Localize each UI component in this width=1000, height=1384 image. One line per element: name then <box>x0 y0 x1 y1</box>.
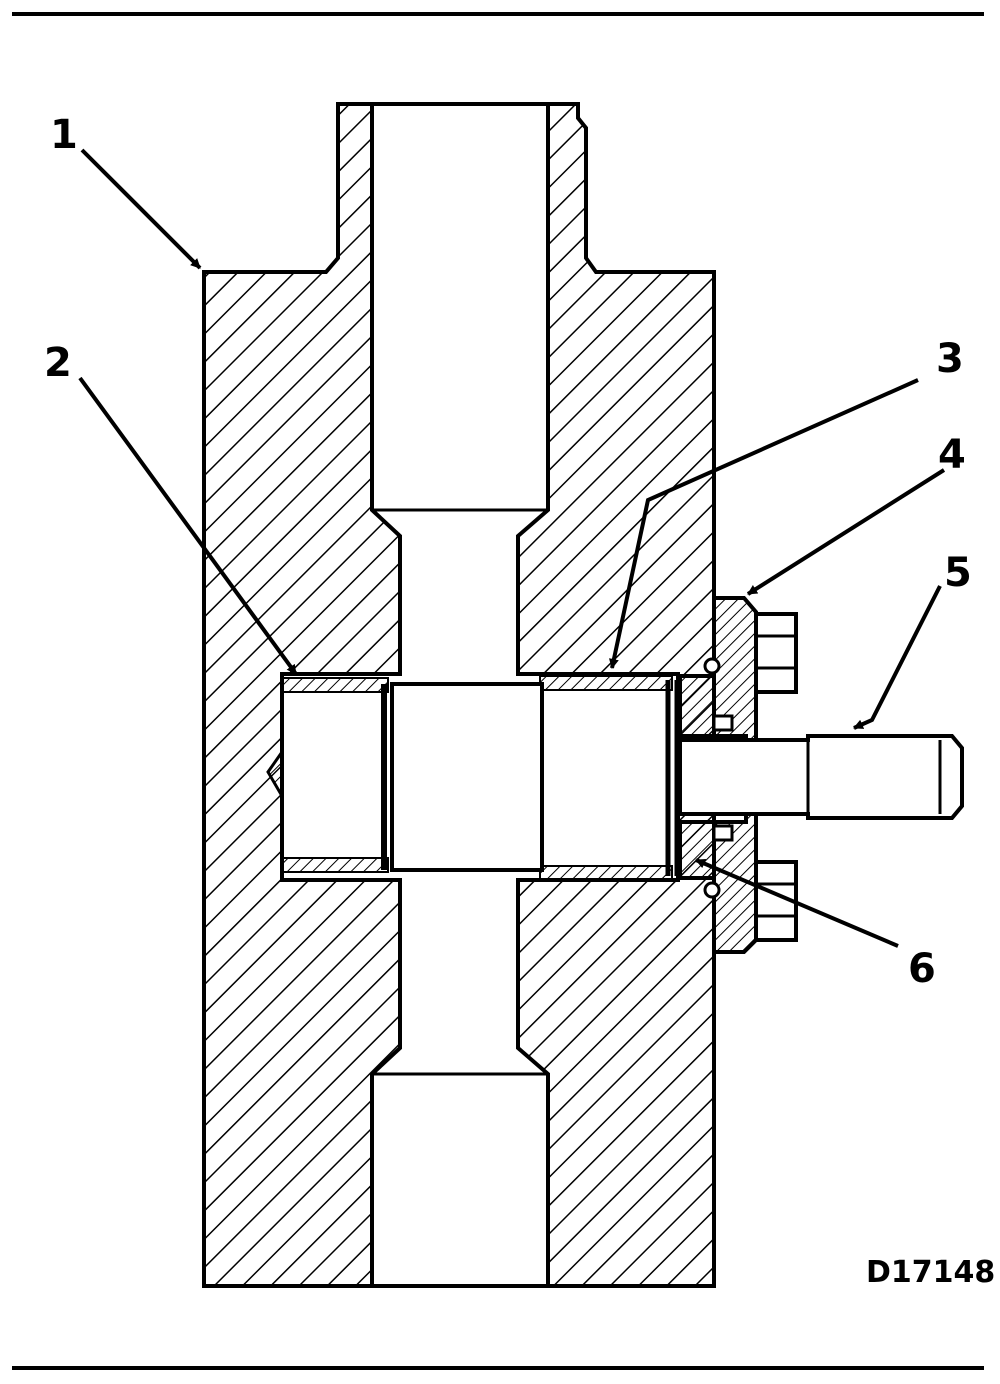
sleeve-bottom-left <box>281 857 389 873</box>
seal-ring-upper <box>712 714 734 732</box>
leader-line-3 <box>608 378 919 669</box>
leader-line-2 <box>78 376 298 676</box>
callout-3: 3 <box>936 336 964 382</box>
leader-line-5 <box>853 585 942 730</box>
callout-6: 6 <box>908 946 936 992</box>
plunger-pin <box>678 734 964 820</box>
seal-ring-lower <box>712 824 734 842</box>
o-ring-lower <box>703 881 721 899</box>
callout-4: 4 <box>938 432 966 478</box>
sleeve-top-right <box>539 675 673 691</box>
o-ring-upper <box>703 657 721 675</box>
bottom-rule <box>12 1366 984 1370</box>
callout-1: 1 <box>50 112 78 158</box>
bolt-lower <box>754 860 798 942</box>
figure-code: D17148 <box>866 1255 995 1290</box>
spool-body <box>390 682 544 872</box>
leader-line-4 <box>746 468 946 596</box>
leader-line-6 <box>695 858 899 948</box>
sleeve-bottom-right <box>539 865 673 881</box>
top-rule <box>12 12 984 16</box>
callout-5: 5 <box>944 550 972 596</box>
leader-line-1 <box>80 148 202 270</box>
callout-2: 2 <box>44 340 72 386</box>
sleeve-top-left <box>281 677 389 693</box>
bolt-upper <box>754 612 798 694</box>
